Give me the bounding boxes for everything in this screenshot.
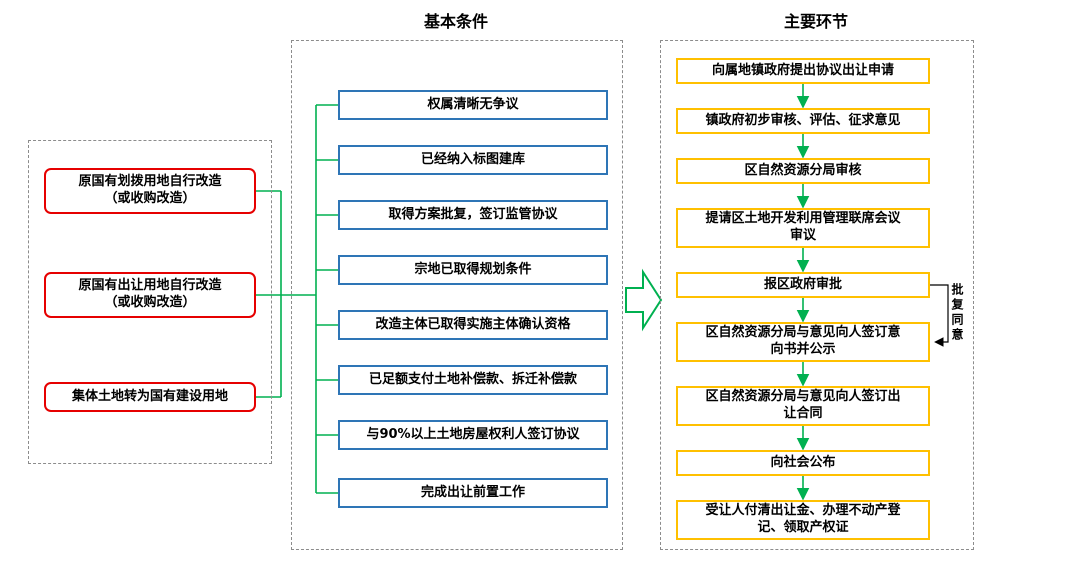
condition-box-1: 权属清晰无争议: [338, 90, 608, 120]
step-box-7: 区自然资源分局与意见向人签订出 让合同: [676, 386, 930, 426]
step-box-3: 区自然资源分局审核: [676, 158, 930, 184]
condition-box-6: 已足额支付土地补偿款、拆迁补偿款: [338, 365, 608, 395]
sources-container: [28, 140, 272, 464]
source-box-2: 原国有出让用地自行改造 （或收购改造）: [44, 272, 256, 318]
process-container: [660, 40, 974, 550]
step-box-1: 向属地镇政府提出协议出让申请: [676, 58, 930, 84]
condition-box-2: 已经纳入标图建库: [338, 145, 608, 175]
process-title: 主要环节: [783, 12, 848, 31]
condition-box-5: 改造主体已取得实施主体确认资格: [338, 310, 608, 340]
step-box-6: 区自然资源分局与意见向人签订意 向书并公示: [676, 322, 930, 362]
step-box-4: 提请区土地开发利用管理联席会议 审议: [676, 208, 930, 248]
step-box-9: 受让人付清出让金、办理不动产登 记、领取产权证: [676, 500, 930, 540]
condition-box-8: 完成出让前置工作: [338, 478, 608, 508]
conditions-container: [291, 40, 623, 550]
step-box-2: 镇政府初步审核、评估、征求意见: [676, 108, 930, 134]
condition-box-7: 与90%以上土地房屋权利人签订协议: [338, 420, 608, 450]
step-box-8: 向社会公布: [676, 450, 930, 476]
approval-note: 批复同意: [950, 283, 964, 343]
source-box-1: 原国有划拨用地自行改造 （或收购改造）: [44, 168, 256, 214]
flow-arrow-icon: [625, 268, 663, 332]
source-box-3: 集体土地转为国有建设用地: [44, 382, 256, 412]
step-box-5: 报区政府审批: [676, 272, 930, 298]
condition-box-4: 宗地已取得规划条件: [338, 255, 608, 285]
condition-box-3: 取得方案批复，签订监管协议: [338, 200, 608, 230]
conditions-title: 基本条件: [423, 12, 488, 31]
